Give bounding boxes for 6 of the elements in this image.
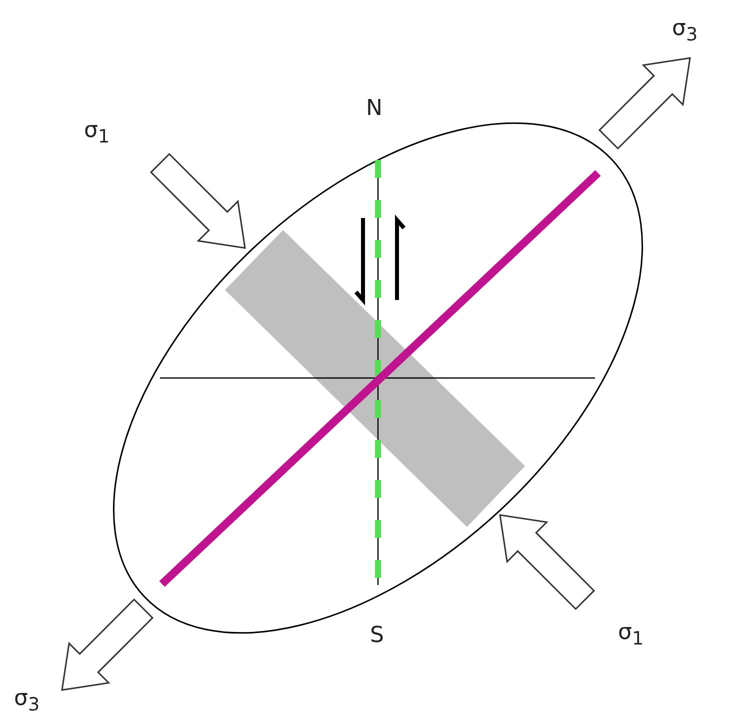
stress-label: σ$_{1}$ [84,120,110,147]
stress-label: N [366,98,382,120]
stress-label: σ$_{1}$ [618,622,644,649]
stress-label: σ$_{3}$ [672,18,698,45]
stress-label: σ$_{3}$ [14,688,40,715]
stress-label: S [370,625,384,647]
